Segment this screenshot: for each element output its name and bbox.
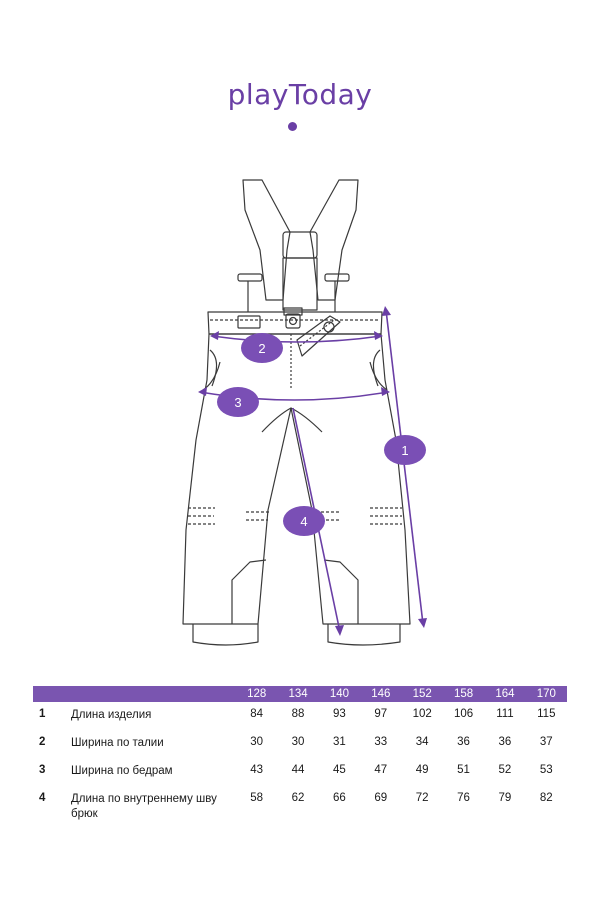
svg-text:2: 2 [258,341,265,356]
cell-value: 52 [498,764,512,776]
marker-4: 4 [283,506,325,536]
cell-value: 82 [539,792,553,804]
cell-value: 66 [333,792,346,804]
cell-value: 58 [250,792,264,804]
marker-1: 1 [384,435,426,465]
size-header: 170 [525,686,567,702]
cell-value: 76 [457,792,470,804]
cell-value: 36 [457,736,470,748]
cell-value: 88 [291,708,305,720]
right-cuff [327,624,401,646]
row-label: Ширина по талии [71,737,164,749]
cell-value: 49 [415,764,429,776]
row-label: Длина изделия [71,709,152,721]
svg-text:4: 4 [300,514,307,529]
cell-value: 51 [457,764,470,776]
size-header-row: 128 134 140 146 152 158 164 170 [33,686,567,702]
row-number: 3 [39,764,46,776]
cell-value: 37 [539,736,553,748]
cell-value: 45 [333,764,346,776]
row-number: 1 [39,708,46,720]
cell-value: 31 [333,736,346,748]
cell-value: 47 [374,764,388,776]
cell-value: 72 [415,792,429,804]
left-buckle [237,273,263,282]
size-header: 158 [442,686,485,702]
measure-line-waist [211,335,382,343]
svg-text:1: 1 [401,443,408,458]
size-header: 164 [484,686,526,702]
right-buckle [324,273,350,282]
brand-logo: playToday [227,78,373,111]
cell-value: 36 [498,736,512,748]
cell-value: 97 [374,708,388,720]
cell-value: 69 [374,792,388,804]
size-header: 152 [401,686,443,702]
table-row: 4 Длина по внутреннему шву брюк 58 62 66… [33,786,567,822]
logo-dot [288,122,297,131]
cell-value: 30 [250,736,264,748]
size-header: 134 [277,686,319,702]
cell-value: 106 [453,708,474,720]
cell-value: 111 [496,708,514,720]
row-label: Ширина по бедрам [71,765,173,777]
marker-2: 2 [241,333,283,363]
cell-value: 84 [250,708,264,720]
cell-value: 62 [291,792,305,804]
cell-value: 115 [537,708,556,720]
size-header: 128 [236,686,278,702]
measure-line-length [385,309,424,625]
size-header: 140 [318,686,361,702]
left-cuff [192,624,259,646]
cell-value: 30 [291,736,305,748]
row-label: Длина по внутреннему шву брюк [71,793,217,820]
cell-value: 33 [374,736,388,748]
row-number: 2 [39,736,46,748]
svg-text:3: 3 [234,395,241,410]
pants-diagram: 2 3 1 4 [182,179,427,646]
marker-3: 3 [217,387,259,417]
cell-value: 79 [498,792,512,804]
table-row: 1 Длина изделия 84 88 93 97 102 106 111 … [33,702,567,730]
cell-value: 34 [415,736,429,748]
cell-value: 102 [412,708,432,720]
pants-outline [182,333,411,625]
cell-value: 93 [333,708,346,720]
table-row: 2 Ширина по талии 30 30 31 33 34 36 36 3… [33,730,567,758]
cell-value: 53 [539,764,553,776]
size-header: 146 [360,686,402,702]
cell-value: 44 [291,764,305,776]
cell-value: 43 [250,764,264,776]
table-row: 3 Ширина по бедрам 43 44 45 47 49 51 52 … [33,758,567,786]
size-chart-table: 128 134 140 146 152 158 164 170 1 Длина … [33,686,567,822]
row-number: 4 [39,792,46,804]
